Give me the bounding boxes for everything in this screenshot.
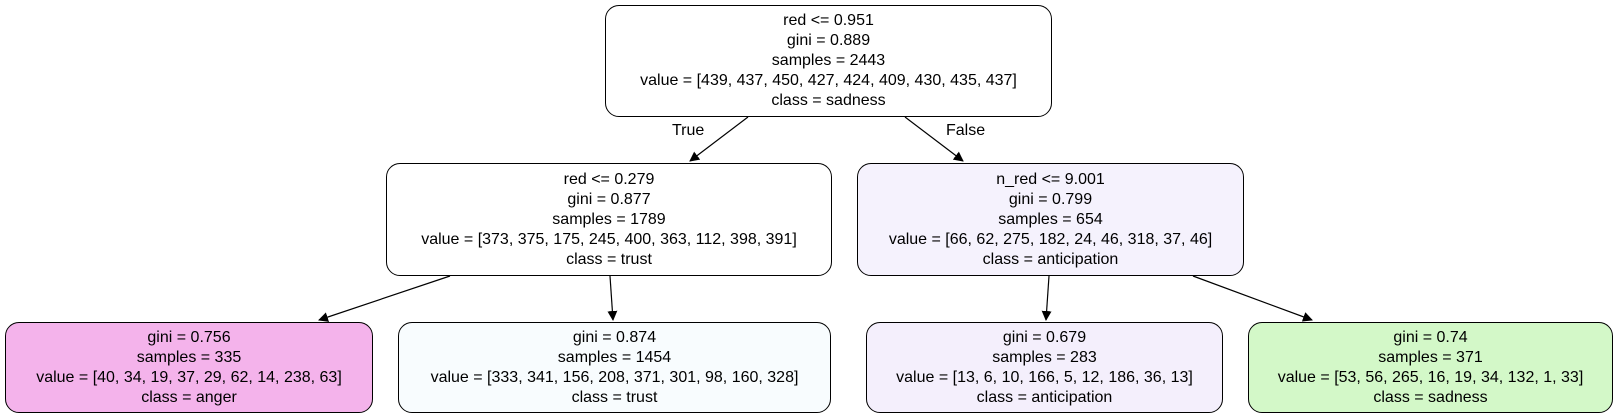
node-gini: gini = 0.756 xyxy=(147,328,231,346)
node-value: value = [333, 341, 156, 208, 371, 301, 9… xyxy=(430,368,799,386)
node-class: class = anger xyxy=(141,388,237,406)
tree-leaf-lr: gini = 0.874 samples = 1454 value = [333… xyxy=(398,322,831,413)
edge-root-right xyxy=(904,116,964,162)
node-class: class = sadness xyxy=(1373,388,1488,406)
edge-root-left xyxy=(689,116,749,162)
node-value: value = [40, 34, 19, 37, 29, 62, 14, 238… xyxy=(36,368,342,386)
edge-right-rl xyxy=(1041,275,1052,321)
node-samples: samples = 2443 xyxy=(771,52,886,69)
node-samples: samples = 283 xyxy=(992,348,1097,366)
node-gini: gini = 0.874 xyxy=(572,328,657,346)
tree-node-left: red <= 0.279 gini = 0.877 samples = 1789… xyxy=(386,163,832,276)
node-split: red <= 0.279 xyxy=(563,170,655,188)
tree-node-right: n_red <= 9.001 gini = 0.799 samples = 65… xyxy=(857,163,1244,276)
edge-left-ll xyxy=(318,275,451,322)
node-split: red <= 0.951 xyxy=(783,12,874,29)
node-split: n_red <= 9.001 xyxy=(996,170,1105,188)
node-class: class = trust xyxy=(566,250,652,268)
node-class: class = anticipation xyxy=(982,250,1119,268)
node-gini: gini = 0.799 xyxy=(1008,190,1093,208)
node-gini: gini = 0.679 xyxy=(1002,328,1087,346)
node-value: value = [66, 62, 275, 182, 24, 46, 318, … xyxy=(888,230,1213,248)
node-samples: samples = 1454 xyxy=(557,348,672,366)
node-class: class = sadness xyxy=(771,92,886,109)
tree-leaf-rr: gini = 0.74 samples = 371 value = [53, 5… xyxy=(1248,322,1613,413)
edge-right-rr xyxy=(1192,275,1313,322)
node-value: value = [439, 437, 450, 427, 424, 409, 4… xyxy=(640,72,1017,89)
edge-label-true: True xyxy=(672,122,705,139)
node-gini: gini = 0.889 xyxy=(786,32,871,49)
node-value: value = [13, 6, 10, 166, 5, 12, 186, 36,… xyxy=(896,368,1193,386)
node-gini: gini = 0.877 xyxy=(567,190,651,208)
node-class: class = trust xyxy=(571,388,658,406)
tree-leaf-rl: gini = 0.679 samples = 283 value = [13, … xyxy=(866,322,1223,413)
node-value: value = [373, 375, 175, 245, 400, 363, 1… xyxy=(421,230,797,248)
edge-label-false: False xyxy=(946,122,986,139)
node-samples: samples = 371 xyxy=(1378,348,1483,366)
node-samples: samples = 335 xyxy=(136,348,242,366)
node-samples: samples = 654 xyxy=(998,210,1103,228)
edge-left-lr xyxy=(607,275,618,321)
tree-node-root: red <= 0.951 gini = 0.889 samples = 2443… xyxy=(605,5,1052,117)
node-samples: samples = 1789 xyxy=(552,210,666,228)
node-value: value = [53, 56, 265, 16, 19, 34, 132, 1… xyxy=(1277,368,1584,386)
node-gini: gini = 0.74 xyxy=(1393,328,1468,346)
tree-leaf-ll: gini = 0.756 samples = 335 value = [40, … xyxy=(5,322,373,413)
node-class: class = anticipation xyxy=(976,388,1113,406)
